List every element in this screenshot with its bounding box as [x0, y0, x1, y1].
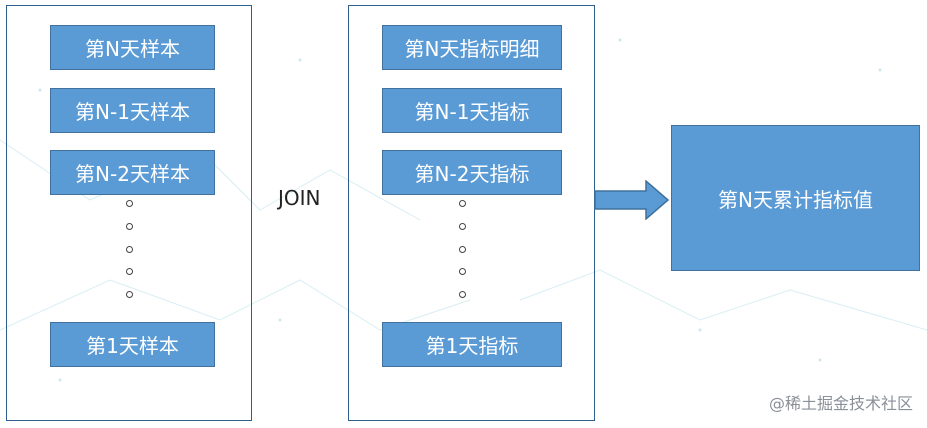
result-box: 第N天累计指标值 — [671, 125, 920, 271]
ellipsis-dot — [459, 268, 466, 275]
ellipsis-dot — [459, 200, 466, 207]
ellipsis-dot — [126, 200, 133, 207]
ellipsis-dot — [126, 223, 133, 230]
ellipsis-dot — [459, 291, 466, 298]
right-box-day-n-minus-2: 第N-2天指标 — [382, 150, 562, 195]
right-box-day-1: 第1天指标 — [382, 322, 562, 367]
ellipsis-dot — [126, 246, 133, 253]
right-panel — [348, 5, 595, 421]
ellipsis-dot — [126, 291, 133, 298]
right-box-day-n-minus-1: 第N-1天指标 — [382, 88, 562, 133]
left-box-day-1: 第1天样本 — [50, 322, 215, 367]
ellipsis-dot — [459, 246, 466, 253]
watermark: @稀土掘金技术社区 — [768, 394, 913, 413]
left-panel — [6, 5, 252, 421]
left-box-day-n-minus-1: 第N-1天样本 — [50, 88, 215, 133]
ellipsis-dot — [126, 268, 133, 275]
left-box-day-n-minus-2: 第N-2天样本 — [50, 150, 215, 195]
right-box-day-n: 第N天指标明细 — [382, 25, 562, 70]
left-box-day-n: 第N天样本 — [50, 25, 215, 70]
ellipsis-dot — [459, 223, 466, 230]
join-label: JOIN — [278, 186, 321, 210]
arrow-right-icon — [594, 180, 670, 220]
